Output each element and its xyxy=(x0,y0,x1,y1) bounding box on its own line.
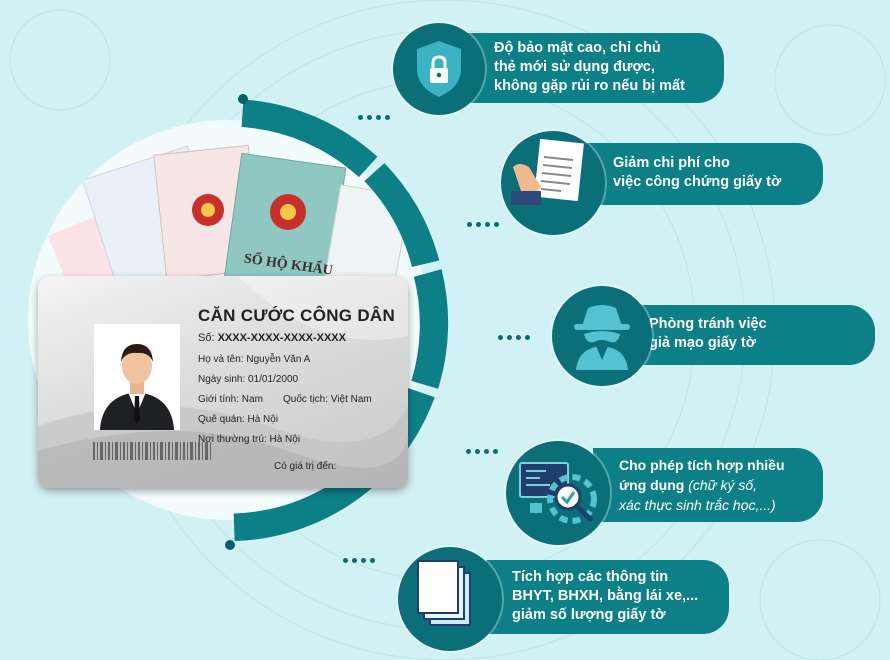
card-dob: Ngày sinh: 01/01/2000 xyxy=(198,374,299,385)
benefit-label-5: Tích hợp các thông tin BHYT, BHXH, bằng … xyxy=(486,560,729,634)
benefit-3-line-1: Phòng tránh việc xyxy=(649,316,767,332)
card-name: Họ và tên: Nguyễn Văn A xyxy=(198,354,311,365)
benefit-label-4: Cho phép tích hợp nhiều ứng dụng (chữ ký… xyxy=(593,448,823,522)
connector-dots-2 xyxy=(467,214,503,232)
card-expiry: Có giá trị đến: xyxy=(274,461,337,472)
benefit-1-line-2: thẻ mới sử dụng được, xyxy=(494,59,655,75)
card-barcode xyxy=(93,442,211,460)
card-residence: Nơi thường trú: Hà Nội xyxy=(198,434,301,445)
benefit-5-line-3: giảm số lượng giấy tờ xyxy=(512,607,666,623)
benefit-4-italic-1: (chữ ký số, xyxy=(688,477,758,493)
benefit-2-line-2: việc công chứng giấy tờ xyxy=(613,174,782,190)
benefit-4-line-1: Cho phép tích hợp nhiều xyxy=(619,457,785,473)
spy-icon xyxy=(552,286,652,386)
benefit-4-line-2-bold: ứng dụng xyxy=(619,477,685,493)
connector-dots-5 xyxy=(343,550,379,568)
hand-document-icon xyxy=(501,131,605,235)
document-stack-icon xyxy=(398,547,502,651)
citizen-id-card: CĂN CƯỚC CÔNG DÂN Số: XXXX-XXXX-XXXX-XXX… xyxy=(38,276,408,488)
card-sex: Giới tính: Nam xyxy=(198,394,263,405)
benefit-2-line-1: Giảm chi phí cho xyxy=(613,155,730,171)
benefit-4-italic-2: xác thực sinh trắc học,...) xyxy=(619,497,776,513)
card-nationality: Quốc tịch: Việt Nam xyxy=(283,394,372,405)
benefit-3-line-2: giả mạo giấy tờ xyxy=(649,335,757,351)
connector-dots-3 xyxy=(498,327,534,345)
card-title: CĂN CƯỚC CÔNG DÂN xyxy=(198,306,396,325)
benefit-1-line-1: Độ bảo mật cao, chỉ chủ xyxy=(494,40,661,56)
benefit-5-line-1: Tích hợp các thông tin xyxy=(512,569,669,585)
card-number-label: Số: xyxy=(198,332,215,344)
card-number-value: XXXX-XXXX-XXXX-XXXX xyxy=(217,332,346,344)
benefit-5-line-2: BHYT, BHXH, bằng lái xe,... xyxy=(512,588,699,604)
shield-lock-icon xyxy=(393,23,485,115)
benefit-4-line-2: ứng dụng (chữ ký số, xyxy=(619,475,809,495)
benefit-label-3: Phòng tránh việc giả mạo giấy tờ xyxy=(623,305,875,365)
card-hometown: Quê quán: Hà Nội xyxy=(198,414,279,425)
connector-dots-1 xyxy=(358,107,394,125)
card-photo xyxy=(94,324,180,430)
card-number-row: Số: XXXX-XXXX-XXXX-XXXX xyxy=(198,332,346,344)
benefit-1-line-3: không gặp rủi ro nếu bị mất xyxy=(494,78,685,94)
connector-dots-4 xyxy=(466,441,502,459)
benefit-label-2: Giảm chi phí cho việc công chứng giấy tờ xyxy=(587,143,823,205)
benefit-label-1: Độ bảo mật cao, chỉ chủ thẻ mới sử dụng … xyxy=(468,33,724,103)
integration-gear-icon xyxy=(506,441,610,545)
